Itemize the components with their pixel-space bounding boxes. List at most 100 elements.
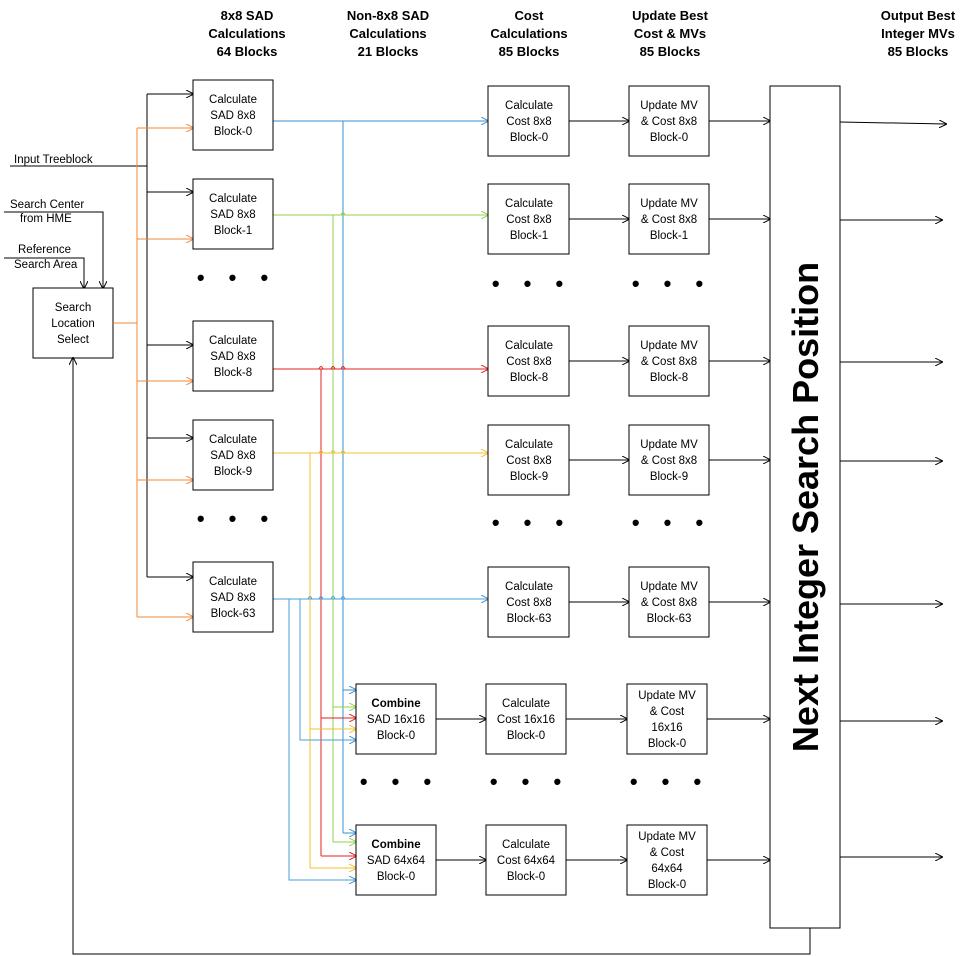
- sad-block-63-line1: Calculate: [209, 576, 257, 588]
- cost-block-8-line1: Calculate: [505, 340, 553, 352]
- hump-3: [340, 366, 346, 370]
- header-sad-line1: 8x8 SAD: [221, 8, 274, 23]
- cost-64-line3: Block-0: [507, 871, 545, 883]
- combine-64-line1: Combine: [371, 839, 420, 851]
- header-output-line2: Integer MVs: [881, 26, 955, 41]
- update-64-line2: & Cost: [650, 847, 685, 859]
- update-16-line4: Block-0: [648, 738, 686, 750]
- update-block-1-line3: Block-1: [650, 230, 688, 242]
- sad-block-0-line1: Calculate: [209, 94, 257, 106]
- update-64-line4: Block-0: [648, 879, 686, 891]
- update-block-9-line1: Update MV: [640, 439, 698, 451]
- hump-7: [340, 212, 346, 216]
- hump-9: [330, 596, 336, 600]
- feedback-loop: [73, 358, 811, 955]
- header-output-line1: Output Best: [881, 8, 956, 23]
- cost-16-line1: Calculate: [502, 698, 550, 710]
- cost-block-8-line2: Cost 8x8: [506, 356, 551, 368]
- update-block-64x64: Update MV & Cost 64x64 Block-0: [626, 824, 708, 896]
- cost-16-line3: Block-0: [507, 730, 545, 742]
- next-search-position: Next Integer Search Position: [769, 85, 841, 929]
- cost-64-line1: Calculate: [502, 839, 550, 851]
- column-headers: 8x8 SAD Calculations 64 Blocks Non-8x8 S…: [208, 8, 956, 59]
- sad-block-8: Calculate SAD 8x8 Block-8: [192, 320, 274, 392]
- update-block-63-line2: & Cost 8x8: [641, 597, 697, 609]
- update-block-16x16: Update MV & Cost 16x16 Block-0: [626, 683, 708, 755]
- update-16-line3: 16x16: [651, 722, 682, 734]
- cost-to-update-arrows: [73, 121, 946, 955]
- sad-block-9: Calculate SAD 8x8 Block-9: [192, 419, 274, 491]
- header-update-line2: Cost & MVs: [634, 26, 706, 41]
- header-cost-line1: Cost: [515, 8, 545, 23]
- sad-block-63-line3: Block-63: [211, 608, 256, 620]
- hump-1: [318, 366, 324, 370]
- header-output-line3: 85 Blocks: [888, 44, 949, 59]
- sad-block-9-line3: Block-9: [214, 466, 252, 478]
- cost-block-9-line2: Cost 8x8: [506, 455, 551, 467]
- sad-block-0-line3: Block-0: [214, 126, 252, 138]
- sad-block-0: Calculate SAD 8x8 Block-0: [192, 79, 274, 151]
- search-location-box: [32, 287, 114, 359]
- update-block-0: Update MV & Cost 8x8 Block-0: [628, 85, 710, 157]
- cost-block-9-line1: Calculate: [505, 439, 553, 451]
- update-block-63: Update MV & Cost 8x8 Block-63: [628, 566, 710, 638]
- sad-block-1: Calculate SAD 8x8 Block-1: [192, 178, 274, 250]
- reference-arrow: [4, 257, 84, 288]
- inputs: Input Treeblock Search Center from HME R…: [4, 154, 147, 288]
- hump-6: [318, 450, 324, 454]
- ellipsis-cost-1: • • •: [492, 271, 572, 296]
- output-arrow-1: [839, 122, 946, 124]
- header-nonsad-line3: 21 Blocks: [358, 44, 419, 59]
- update-64-line1: Update MV: [638, 831, 696, 843]
- update-block-1-line1: Update MV: [640, 198, 698, 210]
- ellipsis-update-combine: • • •: [630, 769, 710, 794]
- cost-block-8: Calculate Cost 8x8 Block-8: [487, 325, 570, 397]
- cost-block-63-line1: Calculate: [505, 581, 553, 593]
- cost-block-1-line1: Calculate: [505, 198, 553, 210]
- header-sad-line3: 64 Blocks: [217, 44, 278, 59]
- update-block-0-line2: & Cost 8x8: [641, 116, 697, 128]
- ellipsis-cost-combine: • • •: [490, 769, 570, 794]
- sad-block-63: Calculate SAD 8x8 Block-63: [192, 561, 274, 633]
- combine-64-line2: SAD 64x64: [367, 855, 426, 867]
- combine-16-line1: Combine: [371, 698, 420, 710]
- hump-8: [340, 596, 346, 600]
- ellipsis-sad-2: • • •: [197, 506, 277, 531]
- update-block-63-line3: Block-63: [647, 613, 692, 625]
- hump-4: [330, 450, 336, 454]
- sad-block-9-line2: SAD 8x8: [210, 450, 255, 462]
- header-update-line1: Update Best: [632, 8, 709, 23]
- sad63-to-combine16: [299, 599, 356, 740]
- cost-block-64x64: Calculate Cost 64x64 Block-0: [485, 824, 567, 896]
- hump-2: [330, 366, 336, 370]
- cost-block-1-line2: Cost 8x8: [506, 214, 551, 226]
- update-block-8: Update MV & Cost 8x8 Block-8: [628, 325, 710, 397]
- sad-block-8-line3: Block-8: [214, 367, 252, 379]
- sad-block-8-line2: SAD 8x8: [210, 351, 255, 363]
- ellipsis-update-1: • • •: [632, 271, 712, 296]
- update-16-line2: & Cost: [650, 706, 685, 718]
- ellipsis-update-2: • • •: [632, 510, 712, 535]
- combine-16-line2: SAD 16x16: [367, 714, 425, 726]
- cost-64-line2: Cost 64x64: [497, 855, 556, 867]
- update-block-9: Update MV & Cost 8x8 Block-9: [628, 424, 710, 496]
- reference-label-line2: Search Area: [14, 259, 78, 271]
- cost-block-63: Calculate Cost 8x8 Block-63: [487, 566, 570, 638]
- search-location-line1: Search: [55, 302, 91, 314]
- next-search-position-box: [769, 85, 841, 929]
- update-block-9-line2: & Cost 8x8: [641, 455, 697, 467]
- search-location-select: Search Location Select: [32, 287, 114, 359]
- search-location-bus: [113, 128, 193, 617]
- update-64-line3: 64x64: [651, 863, 683, 875]
- cost-block-0-line3: Block-0: [510, 132, 548, 144]
- update-block-9-line3: Block-9: [650, 471, 688, 483]
- cost-block-0-line1: Calculate: [505, 100, 553, 112]
- update-block-63-line1: Update MV: [640, 581, 698, 593]
- update-block-8-line1: Update MV: [640, 340, 698, 352]
- combine-16-line3: Block-0: [377, 730, 415, 742]
- combine-block-16x16: Combine SAD 16x16 Block-0: [355, 683, 437, 755]
- cost-block-0: Calculate Cost 8x8 Block-0: [487, 85, 570, 157]
- ellipsis-cost-2: • • •: [492, 510, 572, 535]
- header-sad-line2: Calculations: [208, 26, 285, 41]
- search-center-arrow: [4, 211, 103, 288]
